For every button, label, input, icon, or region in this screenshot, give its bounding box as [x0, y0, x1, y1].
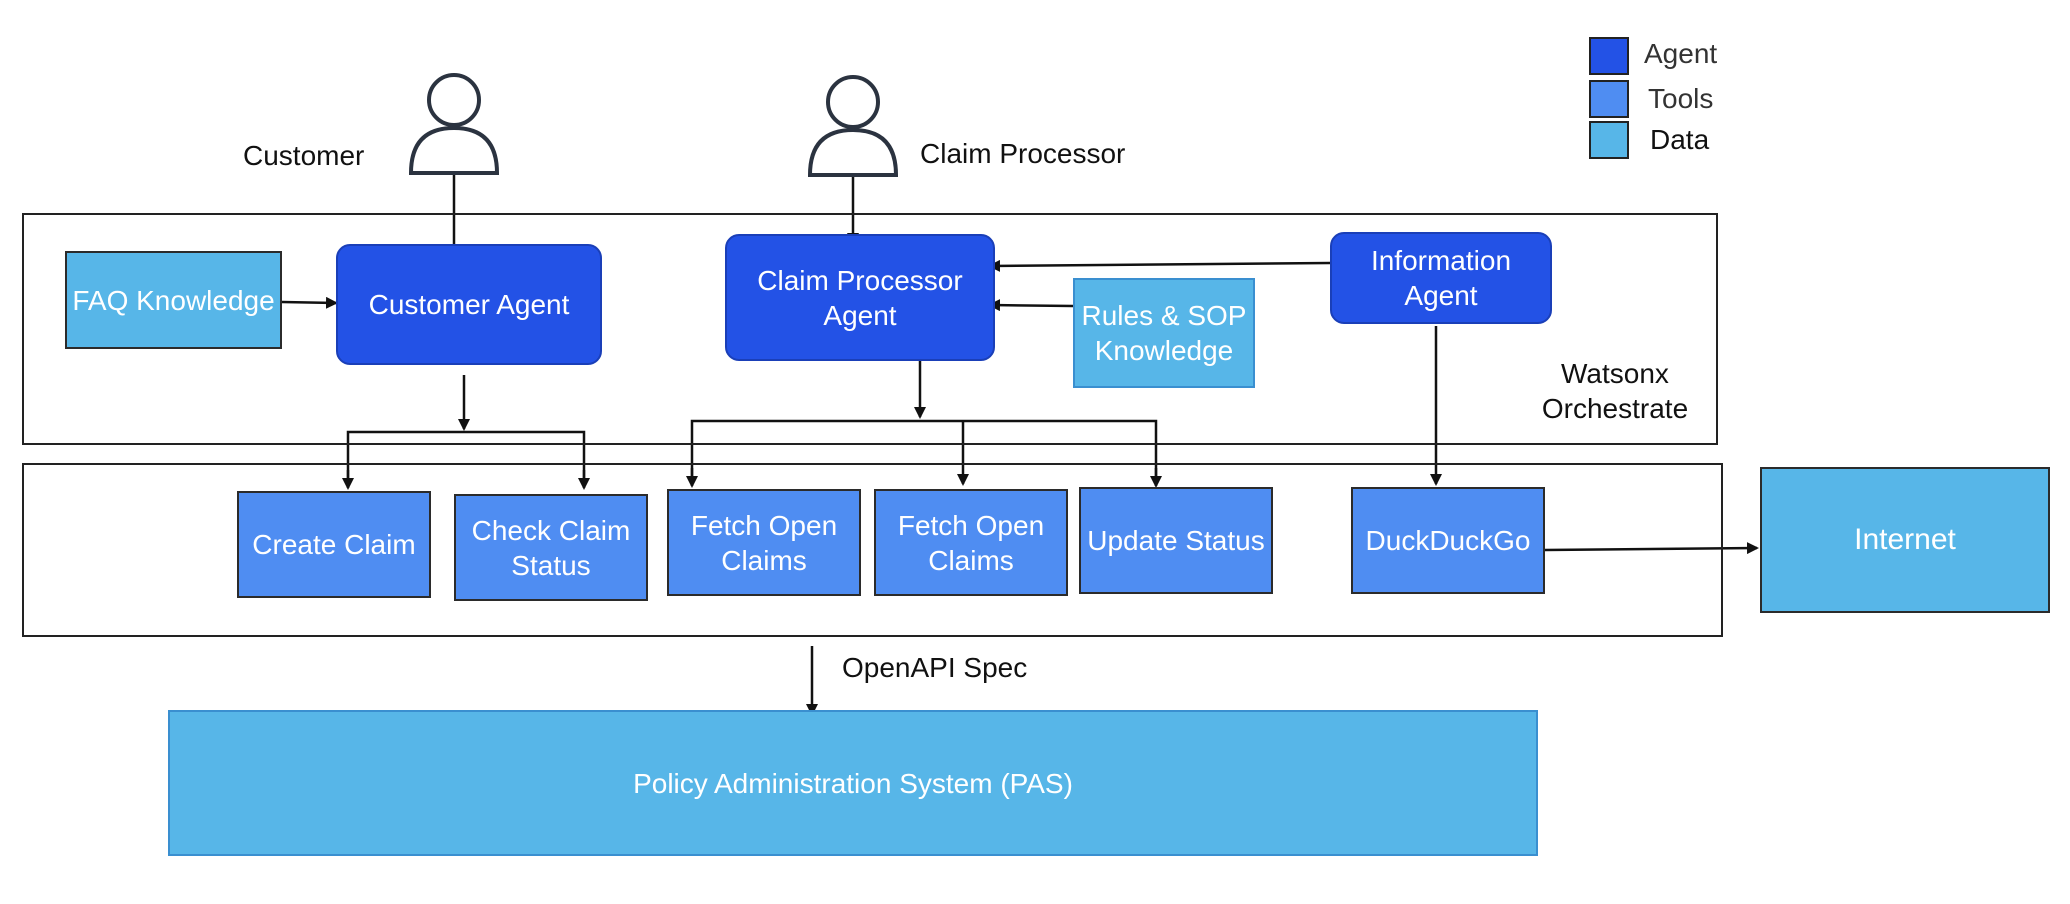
legend-tools-swatch [1589, 80, 1629, 118]
check-claim-status-tool: Check Claim Status [454, 494, 648, 601]
info-to-processor-arrow [988, 259, 1331, 272]
pas-box: Policy Administration System (PAS) [168, 710, 1538, 856]
legend-data-label: Data [1650, 124, 1710, 155]
legend-agent-label: Agent [1644, 38, 1718, 69]
internet-box: Internet [1760, 467, 2050, 613]
claim-processor-agent-box: Claim Processor Agent [725, 234, 995, 361]
legend-data-swatch [1589, 121, 1629, 159]
legend-tools-label: Tools [1648, 83, 1714, 114]
claim-processor-person-icon [807, 75, 899, 177]
customer-agent-box: Customer Agent [336, 244, 602, 365]
faq-knowledge-box: FAQ Knowledge [65, 251, 282, 349]
tools-container [22, 463, 1723, 637]
information-agent-box: Information Agent [1330, 232, 1552, 324]
claim-processor-label: Claim Processor [920, 138, 1126, 169]
create-claim-tool: Create Claim [237, 491, 431, 598]
duckduckgo-tool: DuckDuckGo [1351, 487, 1545, 594]
watsonx-orchestrate-container [22, 213, 1718, 445]
watsonx-orchestrate-label: Watsonx Orchestrate [1541, 358, 1689, 424]
customer-tools-bus [346, 430, 586, 487]
rules-to-processor-arrow [988, 299, 1074, 312]
fetch-open-claims-tool-2: Fetch Open Claims [874, 489, 1068, 596]
openapi-spec-label: OpenAPI Spec [842, 652, 1028, 683]
update-status-tool: Update Status [1079, 487, 1273, 594]
rules-sop-knowledge-box: Rules & SOP Knowledge [1073, 278, 1255, 388]
customer-label: Customer [243, 140, 365, 171]
legend-agent-swatch [1589, 37, 1629, 75]
processor-tools-bus [690, 419, 1158, 485]
customer-person-icon [408, 73, 500, 175]
faq-to-agent-arrow [281, 296, 338, 309]
fetch-open-claims-tool-1: Fetch Open Claims [667, 489, 861, 596]
